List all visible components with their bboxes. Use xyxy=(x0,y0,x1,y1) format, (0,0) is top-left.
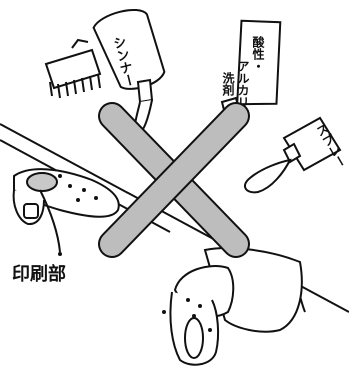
splash-marks xyxy=(58,174,212,332)
scrub-brush xyxy=(44,38,102,99)
prohibit-x-icon xyxy=(98,102,250,258)
detergent-label-3: 洗剤 xyxy=(221,71,235,97)
spout-left xyxy=(12,168,120,226)
spray-can xyxy=(243,116,342,194)
print-area-callout: 印刷部 xyxy=(12,189,66,285)
detergent-label-1: 酸性・ xyxy=(251,35,265,72)
nozzle-unit xyxy=(169,247,303,366)
print-area-label: 印刷部 xyxy=(12,263,66,285)
